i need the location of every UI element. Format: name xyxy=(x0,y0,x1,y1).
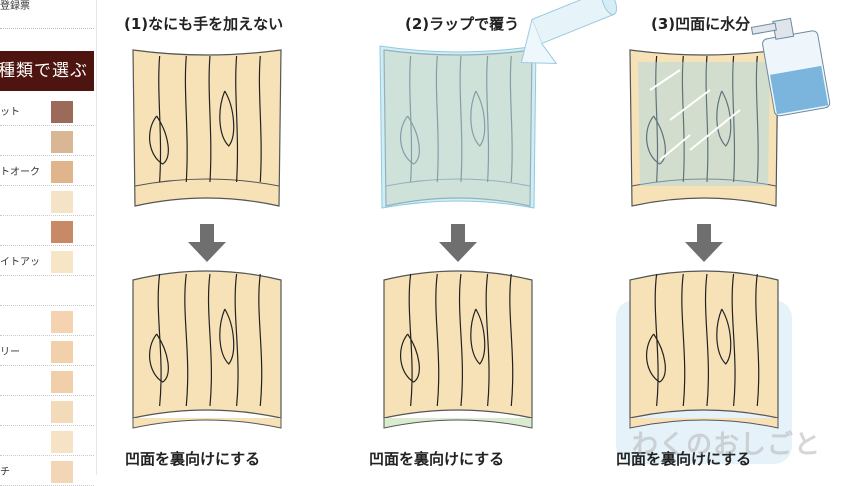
wood-type-label: ット xyxy=(0,107,20,118)
wood-type-item[interactable] xyxy=(0,397,94,426)
wood-swatch xyxy=(51,191,73,213)
wood-grain xyxy=(646,273,760,407)
main-content: (1)なにも手を加えない (2)ラップで覆う (3)凹面に水分 凹面を裏向けにす… xyxy=(97,0,844,475)
spray-bottle-icon xyxy=(750,17,831,117)
registration-link[interactable]: 登録票 xyxy=(0,0,94,29)
wood-type-item[interactable] xyxy=(0,217,94,246)
wood-grain xyxy=(149,55,262,183)
wood-type-label: リー xyxy=(0,347,20,358)
plastic-wrap-roll-icon xyxy=(520,0,618,65)
wood-swatch xyxy=(51,461,73,483)
wood-swatch xyxy=(51,401,73,423)
down-arrow-icon xyxy=(188,224,226,262)
wood-swatch xyxy=(51,131,73,153)
wood-board xyxy=(132,49,282,207)
watermark-logo: わくのおしごと xyxy=(632,430,822,460)
wood-type-item[interactable] xyxy=(0,367,94,396)
wood-type-item[interactable]: チ xyxy=(0,457,94,486)
board-after-step-2 xyxy=(383,270,533,429)
wood-type-item[interactable]: ット xyxy=(0,97,94,126)
end-grain-edge xyxy=(383,418,533,429)
end-grain-edge xyxy=(134,178,280,187)
water-spray-streaks xyxy=(649,69,741,161)
step-2-result-caption: 凹面を裏向けにする xyxy=(369,450,505,468)
step-2-title: (2)ラップで覆う xyxy=(405,15,520,33)
wood-swatch xyxy=(51,221,73,243)
wood-grain xyxy=(149,273,263,407)
wood-type-section-header: 種類で選ぶ xyxy=(0,51,94,91)
wood-type-item[interactable]: リー xyxy=(0,337,94,366)
wood-type-label: イトアッ xyxy=(0,257,40,268)
water-layer xyxy=(638,62,770,186)
sidebar: 登録票 種類で選ぶ ットトオークイトアッリーチ xyxy=(0,0,97,486)
step-3-title: (3)凹面に水分 xyxy=(651,15,751,33)
wood-board xyxy=(629,49,779,207)
wood-swatch xyxy=(51,431,73,453)
wood-type-label: チ xyxy=(0,467,10,478)
wood-swatch xyxy=(51,281,73,303)
step-3-result-caption: 凹面を裏向けにする xyxy=(616,450,752,468)
wood-swatch xyxy=(51,311,73,333)
wood-type-item[interactable] xyxy=(0,187,94,216)
wood-grain xyxy=(400,273,514,407)
end-grain-edge xyxy=(629,418,779,429)
wood-swatch xyxy=(51,101,73,123)
wood-swatch xyxy=(51,341,73,363)
wood-swatch xyxy=(51,161,73,183)
step-1-title: (1)なにも手を加えない xyxy=(124,15,284,33)
wood-swatch xyxy=(51,371,73,393)
wood-type-item[interactable] xyxy=(0,127,94,156)
wood-type-item[interactable] xyxy=(0,427,94,456)
board-after-step-3 xyxy=(616,270,792,464)
wood-type-item[interactable] xyxy=(0,277,94,306)
end-grain-edge xyxy=(132,418,282,429)
step-1-result-caption: 凹面を裏向けにする xyxy=(125,450,261,468)
wood-type-item[interactable]: トオーク xyxy=(0,157,94,186)
wood-type-item[interactable] xyxy=(0,307,94,336)
board-after-step-1 xyxy=(132,270,282,429)
wood-type-item[interactable]: イトアッ xyxy=(0,247,94,276)
down-arrow-icon xyxy=(439,224,477,262)
board-before-step-1 xyxy=(132,49,282,207)
down-arrow-icon xyxy=(685,224,723,262)
curl-illustrations xyxy=(132,0,831,464)
wood-type-label: トオーク xyxy=(0,167,40,178)
plastic-wrap-overlay xyxy=(379,45,537,209)
wood-swatch xyxy=(51,251,73,273)
end-grain-edge xyxy=(631,178,777,187)
